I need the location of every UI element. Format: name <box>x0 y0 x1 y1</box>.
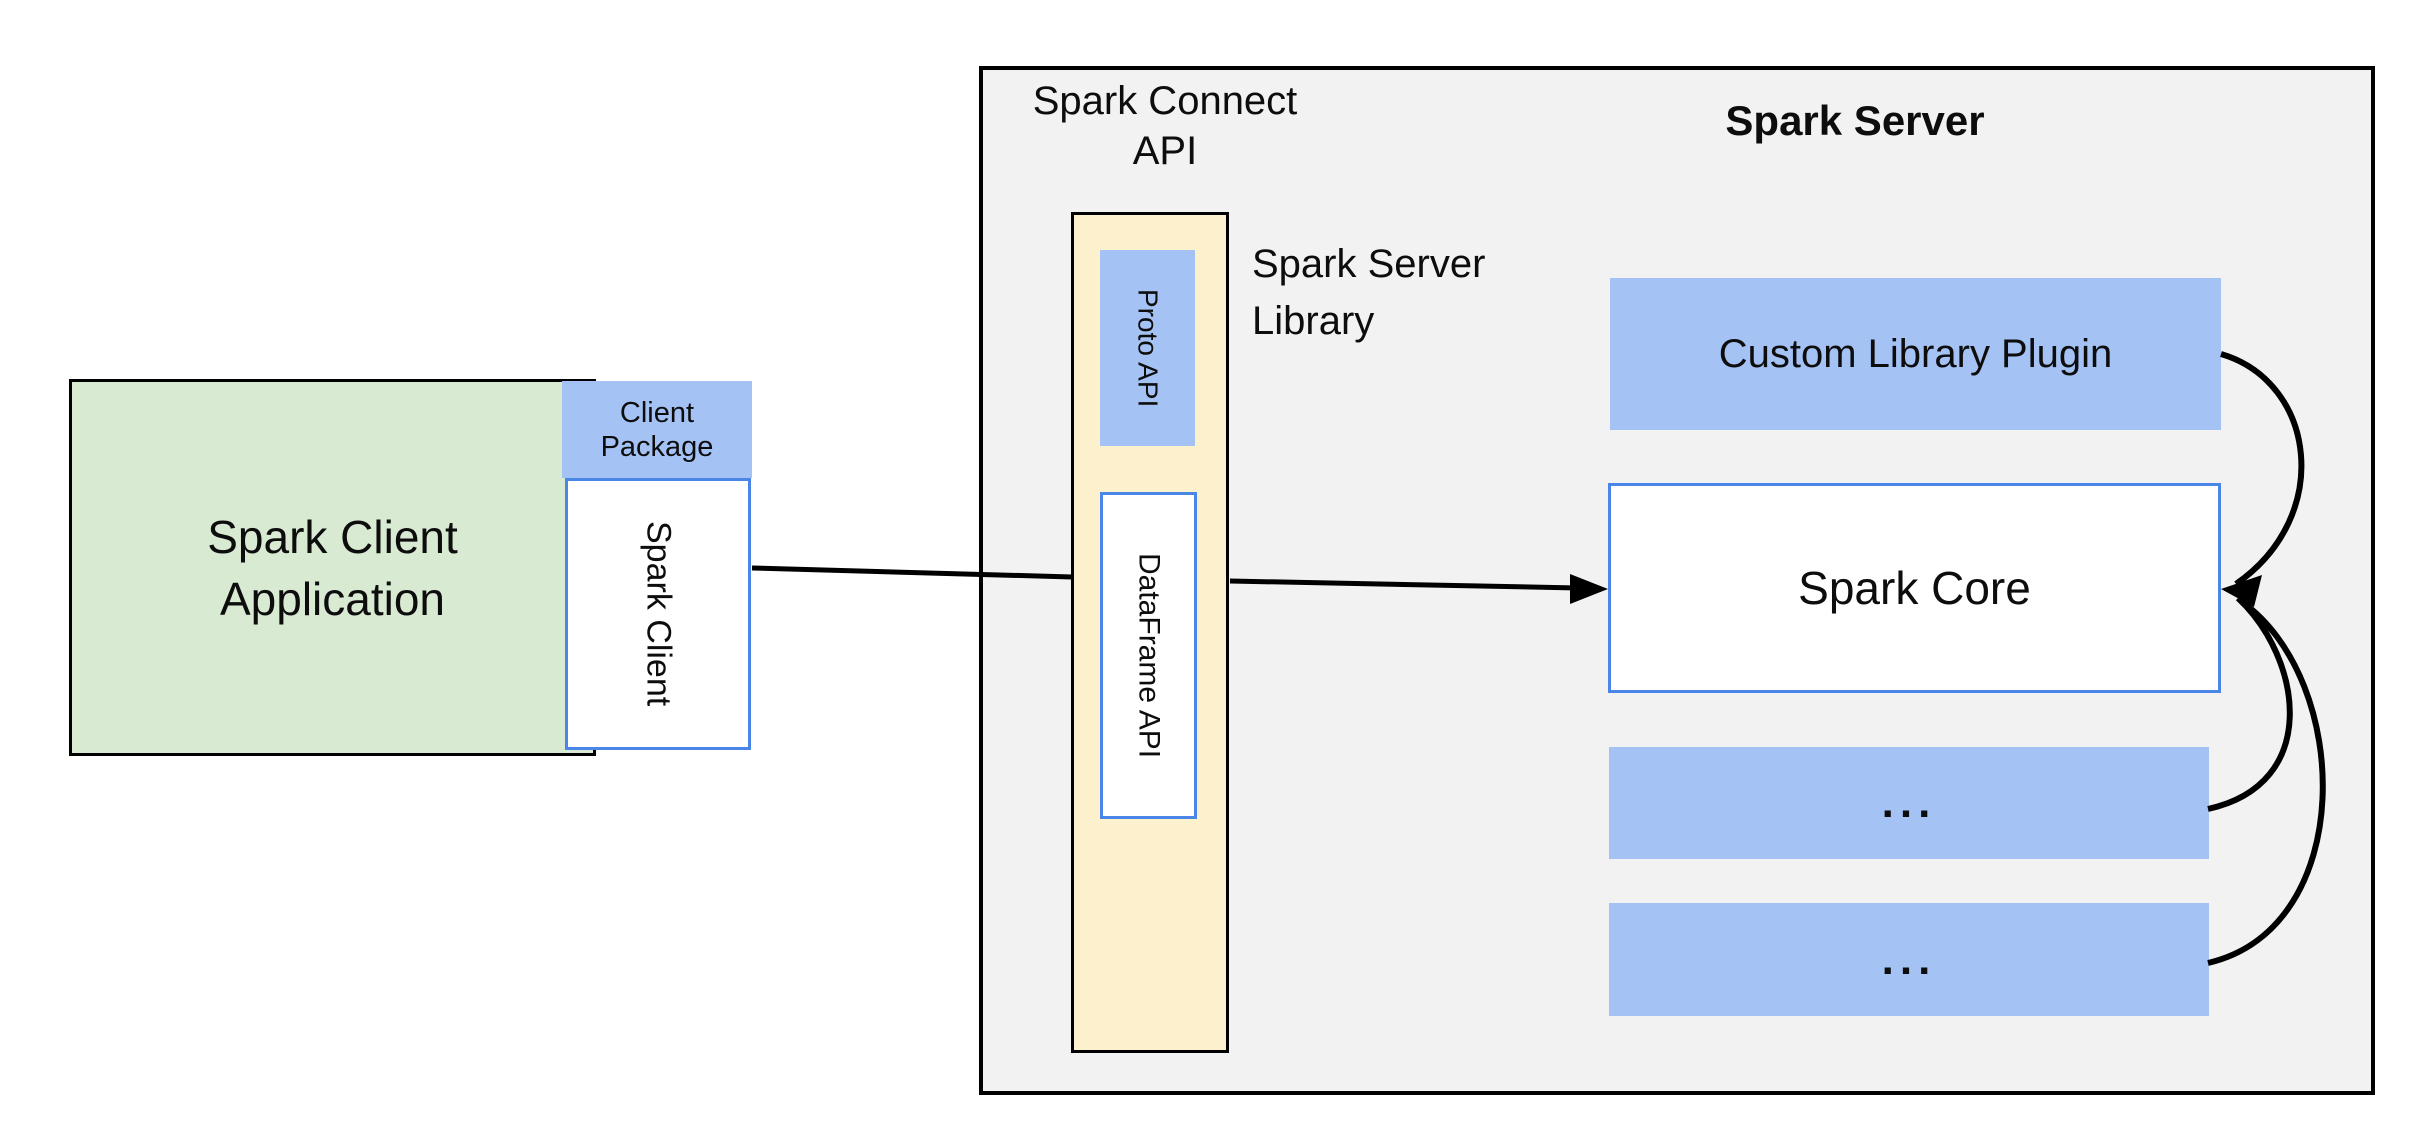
plugin-placeholder-box-2: ... <box>1609 903 2209 1016</box>
spark-server-title: Spark Server <box>1725 97 1985 144</box>
spark-connect-api-title: Spark Connect API <box>995 76 1335 176</box>
spark-core-box: Spark Core <box>1608 483 2221 693</box>
spark-core-label: Spark Core <box>1798 562 2031 614</box>
plugin-placeholder-label-1: ... <box>1881 778 1937 827</box>
spark-connect-api-title-line1: Spark Connect <box>1032 79 1298 123</box>
proto-api-box: Proto API <box>1100 250 1195 446</box>
client-package-label-line1: Client <box>619 396 695 429</box>
client-package-box: Client Package <box>562 381 752 478</box>
dataframe-api-label: DataFrame API <box>1132 552 1166 759</box>
plugin-placeholder-box-1: ... <box>1609 747 2209 859</box>
spark-server-library-label-line1: Spark Server <box>1252 242 1486 286</box>
spark-server-library-label-line2: Library <box>1252 299 1375 343</box>
spark-server-library-label: Spark Server Library <box>1252 236 1582 350</box>
spark-client-application-label-line1: Spark Client <box>207 510 458 563</box>
plugin-placeholder-label-2: ... <box>1881 934 1937 984</box>
spark-connect-api-title-line2: API <box>1132 129 1198 173</box>
spark-client-label: Spark Client <box>639 521 678 707</box>
dataframe-api-box: DataFrame API <box>1100 492 1197 819</box>
spark-client-application-label-line2: Application <box>219 572 446 625</box>
client-package-label-line2: Package <box>600 430 714 463</box>
custom-library-plugin-label: Custom Library Plugin <box>1718 331 2113 376</box>
custom-library-plugin-box: Custom Library Plugin <box>1610 278 2221 430</box>
spark-client-box: Spark Client <box>565 478 751 750</box>
spark-client-application-box: Spark Client Application <box>69 379 596 756</box>
proto-api-label: Proto API <box>1132 288 1164 408</box>
